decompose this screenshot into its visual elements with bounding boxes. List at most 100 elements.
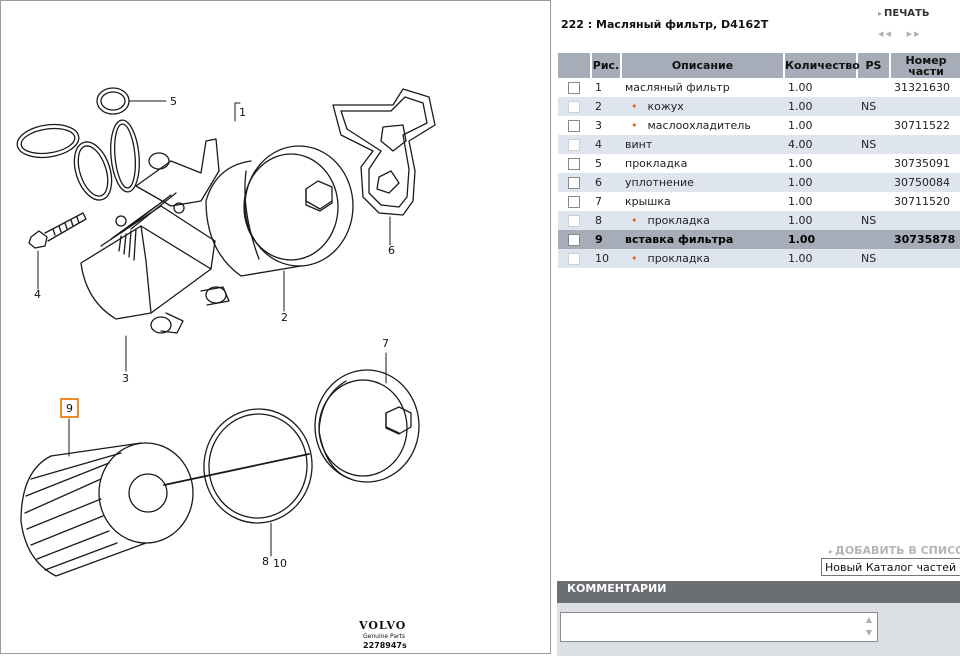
row-ps [857,173,890,192]
column-header-description[interactable]: Описание [621,53,785,78]
callout-10[interactable]: 10 [273,557,287,570]
row-ps [857,230,890,249]
row-description-cell: вставка фильтра [621,230,784,249]
row-ps [857,116,890,135]
callout-5[interactable]: 5 [170,95,177,108]
row-quantity: 4.00 [784,135,857,154]
filter-element-9[interactable] [20,442,194,577]
column-header-figure[interactable]: Рис. [591,53,622,78]
column-header-part-number[interactable]: Номер части [890,53,960,78]
callout-3[interactable]: 3 [122,372,129,385]
row-description: прокладка [625,157,688,170]
row-figure: 2 [591,97,621,116]
genuine-parts-label: Genuine Parts [363,633,405,640]
screw-4[interactable] [28,212,87,249]
row-checkbox[interactable] [568,196,580,208]
row-part-number [890,97,960,116]
row-checkbox[interactable] [568,234,580,246]
scroll-arrows-icon[interactable]: ▲▼ [865,615,873,637]
filter-housing-2[interactable] [205,145,354,277]
row-description-cell: прокладка [621,154,784,173]
oil-cooler-assembly[interactable] [80,138,230,334]
row-description-cell: масляный фильтр [621,78,784,97]
row-quantity: 1.00 [788,195,813,208]
row-description: крышка [625,195,671,208]
row-ps [857,192,890,211]
add-to-list-link[interactable]: ▸ДОБАВИТЬ В СПИСОК [829,544,960,557]
row-part-number: 30735878 [890,230,960,249]
row-figure: 6 [591,173,621,192]
exploded-parts-drawing: 1 2 3 4 5 6 7 8 10 9 VOLVO Genuine Parts… [15,87,436,650]
row-figure: 8 [591,211,621,230]
row-figure: 3 [595,119,602,132]
row-figure: 5 [595,157,602,170]
row-part-number: 30711522 [894,119,950,132]
arrow-right-icon: ▸ [829,547,834,556]
row-description: маслоохладитель [647,119,751,132]
parts-table: Рис. Описание Количество PS Номер части … [558,53,960,268]
row-figure: 1 [595,81,602,94]
filter-cover-7[interactable] [314,369,420,483]
row-checkbox-cell [558,78,591,97]
callout-2[interactable]: 2 [281,311,288,324]
row-ps: NS [857,211,890,230]
next-page-icon[interactable]: ▸▸ [906,27,922,40]
bullet-icon: • [631,214,638,227]
catalog-select[interactable]: Новый Каталог частей [821,558,960,576]
callout-9[interactable]: 9 [66,402,73,415]
column-header-checkbox [558,53,592,78]
comments-input[interactable]: ▲▼ [560,612,878,642]
row-checkbox-cell [558,249,591,268]
callout-8[interactable]: 8 [262,555,269,568]
table-header-row: Рис. Описание Количество PS Номер части [558,53,960,78]
row-description-cell: •маслоохладитель [621,116,784,135]
row-checkbox[interactable] [568,177,580,189]
row-figure: 10 [591,249,621,268]
row-description-cell: уплотнение [621,173,784,192]
row-figure: 4 [591,135,621,154]
callout-6[interactable]: 6 [388,244,395,257]
row-description: уплотнение [625,176,694,189]
row-part-number [890,249,960,268]
row-checkbox-cell [558,192,591,211]
row-ps: NS [857,135,890,154]
row-quantity: 1.00 [788,119,813,132]
pager: ◂◂ ▸▸ [878,27,930,40]
row-description: кожух [647,100,684,113]
row-description: вставка фильтра [625,233,734,246]
gasket-6[interactable] [332,88,436,216]
row-description: прокладка [647,252,710,265]
table-row[interactable]: 3 •маслоохладитель 1.00 30711522 [558,116,960,135]
o-ring-8-10[interactable] [163,404,318,529]
row-checkbox[interactable] [568,82,580,94]
column-header-quantity[interactable]: Количество [784,53,860,78]
callout-7[interactable]: 7 [382,337,389,350]
row-quantity: 1.00 [784,173,857,192]
print-link[interactable]: ▸ПЕЧАТЬ [878,8,929,19]
gasket-rings-5[interactable] [15,87,142,205]
row-checkbox[interactable] [568,158,580,170]
callout-1[interactable]: 1 [239,106,246,119]
row-checkbox[interactable] [568,120,580,132]
previous-page-icon[interactable]: ◂◂ [878,27,894,40]
callout-4[interactable]: 4 [34,288,41,301]
row-checkbox-cell [558,116,591,135]
bullet-icon: • [631,100,638,113]
row-description-cell: винт [621,135,784,154]
drawing-number: 2278947s [363,641,407,650]
row-quantity: 1.00 [788,81,813,94]
row-checkbox [568,253,580,265]
row-description-cell: крышка [621,192,784,211]
row-checkbox [568,139,580,151]
column-header-ps[interactable]: PS [857,53,891,78]
row-description: прокладка [647,214,710,227]
